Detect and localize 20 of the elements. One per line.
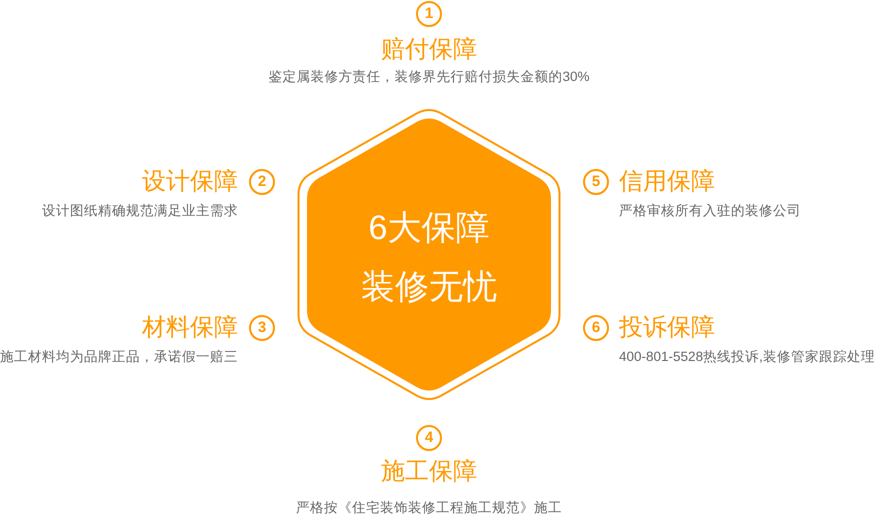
guarantee-title: 赔付保障 <box>381 36 477 64</box>
guarantee-description: 400-801-5528热线投诉,装修管家跟踪处理 <box>619 348 875 366</box>
guarantee-description: 严格审核所有入驻的装修公司 <box>619 202 801 220</box>
heading-text: 6大保障 <box>368 208 490 248</box>
number-circle: 5 <box>583 169 609 195</box>
guarantee-title: 材料保障 <box>142 314 238 342</box>
subheading-text: 装修无忧 <box>361 267 497 307</box>
number-circle: 1 <box>416 1 442 27</box>
guarantee-title: 设计保障 <box>142 168 238 196</box>
number-circle: 4 <box>416 425 442 451</box>
guarantee-title: 投诉保障 <box>619 314 715 342</box>
guarantee-description: 施工材料均为品牌正品，承诺假一赔三 <box>0 348 238 366</box>
number-circle: 2 <box>249 169 275 195</box>
number-circle: 3 <box>249 315 275 341</box>
guarantee-title: 施工保障 <box>381 458 477 486</box>
guarantee-description: 鉴定属装修方责任，装修界先行赔付损失金额的30% <box>268 68 590 86</box>
guarantee-description: 设计图纸精确规范满足业主需求 <box>42 202 238 220</box>
guarantee-description: 严格按《住宅装饰装修工程施工规范》施工 <box>296 499 562 516</box>
guarantee-title: 信用保障 <box>619 168 715 196</box>
number-circle: 6 <box>583 315 609 341</box>
